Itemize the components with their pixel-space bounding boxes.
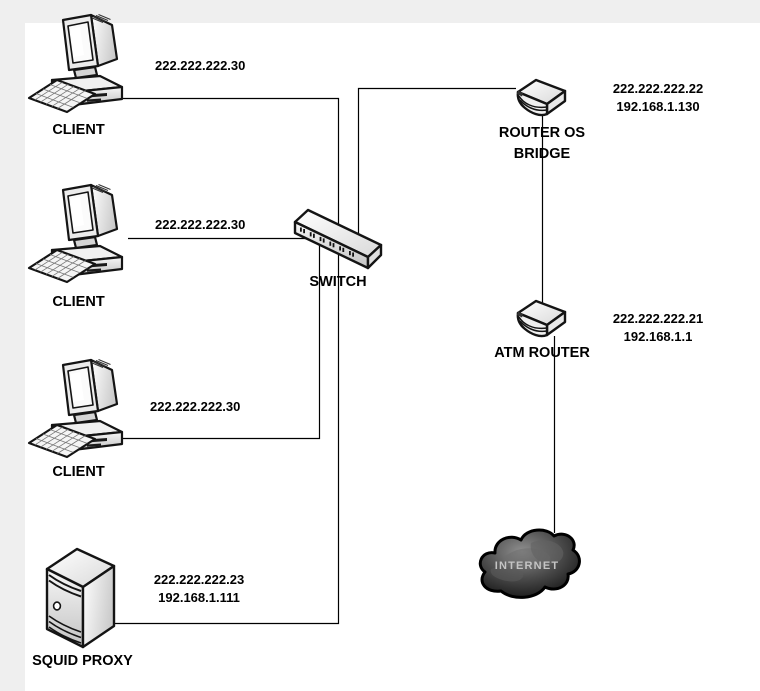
router-os-bridge-label: ROUTER OS BRIDGE xyxy=(472,123,612,165)
connection-client3-switch xyxy=(100,245,321,440)
connection-switch-routerbridge xyxy=(357,87,516,235)
switch-label: SWITCH xyxy=(309,274,367,290)
atm-router-icon xyxy=(513,297,569,348)
connection-client1-switch-squid xyxy=(100,97,340,625)
client-2-ip: 222.222.222.30 xyxy=(155,217,246,232)
router-os-bridge-label-line2: BRIDGE xyxy=(513,146,571,162)
router-os-bridge-ip-private: 192.168.1.130 xyxy=(616,98,700,114)
squid-proxy-icon xyxy=(40,542,122,657)
internet-cloud-icon xyxy=(473,521,581,614)
internet-label: INTERNET xyxy=(494,560,560,572)
client-1-ip: 222.222.222.30 xyxy=(155,58,246,73)
squid-proxy-label: SQUID PROXY xyxy=(32,653,133,669)
client-2-label: CLIENT xyxy=(52,294,105,310)
squid-proxy-ip-private: 192.168.1.111 xyxy=(158,589,240,605)
diagram-surface xyxy=(25,23,760,691)
client-3-label: CLIENT xyxy=(52,464,105,480)
router-os-bridge-label-line1: ROUTER OS xyxy=(498,125,586,141)
client-3-ip: 222.222.222.30 xyxy=(150,399,241,414)
client-1-label: CLIENT xyxy=(52,122,105,138)
router-os-bridge-icon xyxy=(513,76,569,127)
client-3-icon xyxy=(27,355,130,468)
atm-router-label: ATM ROUTER xyxy=(494,345,590,361)
atm-router-ip-public: 222.222.222.21 xyxy=(612,311,704,326)
client-1-icon xyxy=(27,10,130,123)
client-2-icon xyxy=(27,180,130,293)
switch-icon xyxy=(292,205,384,276)
router-os-bridge-ip-public: 222.222.222.22 xyxy=(612,81,704,96)
atm-router-ip-private: 192.168.1.1 xyxy=(623,328,693,344)
atm-router-ips: 222.222.222.21 192.168.1.1 xyxy=(598,310,718,345)
squid-proxy-ips: 222.222.222.23 192.168.1.111 xyxy=(139,571,259,606)
squid-proxy-ip-public: 222.222.222.23 xyxy=(153,572,245,587)
router-os-bridge-ips: 222.222.222.22 192.168.1.130 xyxy=(598,80,718,115)
